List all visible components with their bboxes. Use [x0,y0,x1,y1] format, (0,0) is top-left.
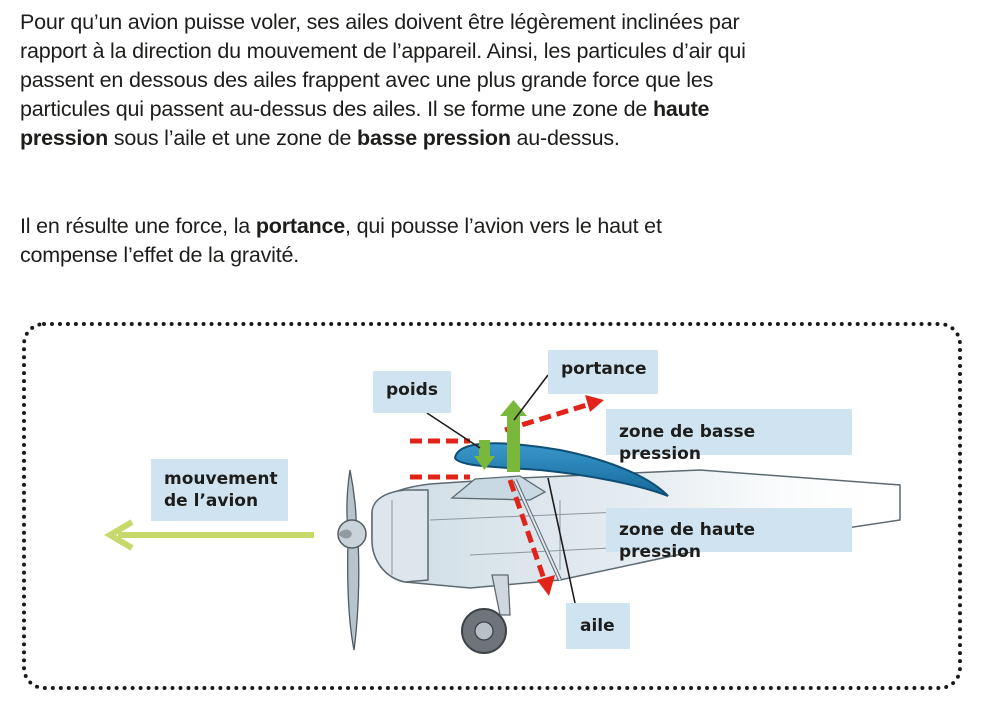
weight-arrow [474,440,495,470]
label-poids: poids [373,371,451,413]
air-arrow-heads [537,395,604,596]
aile-leader [547,477,576,604]
result-text-2: , qui pousse l’avion vers le haut et com… [20,214,662,267]
label-zone-haute-pression: zone de haute pression [606,508,852,562]
intro-text-2: sous l’aile et une zone de [108,126,358,150]
intro-text-3: au-dessus. [510,126,620,150]
intro-text: Pour qu’un avion puisse voler, ses ailes… [20,10,746,121]
label-zone-basse-pression: zone de basse pression [606,409,852,464]
air-flow-arrows [410,401,591,583]
label-aile: aile [566,603,630,649]
term-haute-pression: haute pression [20,97,710,150]
label-mouvement: mouvement de l’avion [151,459,288,521]
portance-leader [513,374,549,421]
term-portance: portance [255,214,346,238]
result-paragraph: Il en résulte une force, la portance, qu… [20,212,760,270]
leader-lines [426,374,576,604]
label-portance: portance [548,350,658,394]
poids-leader [426,412,481,449]
term-basse-pression: basse pression [357,126,511,150]
air-arrow-deflected-up [504,401,591,433]
movement-arrow [104,519,314,551]
result-text: Il en résulte une force, la [20,214,256,238]
diagram-frame [22,322,962,690]
intro-paragraph: Pour qu’un avion puisse voler, ses ailes… [20,8,760,153]
